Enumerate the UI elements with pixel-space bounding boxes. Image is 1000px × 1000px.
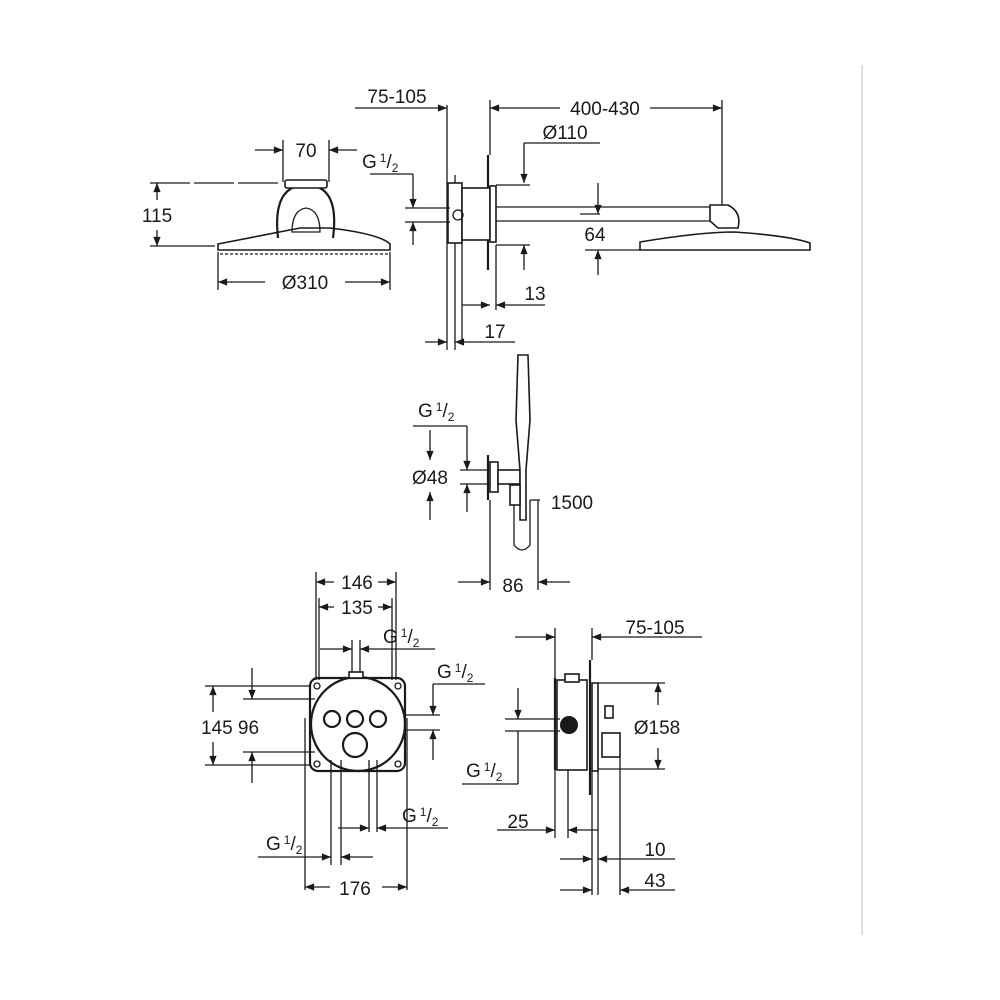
dim-146: 146 xyxy=(341,573,373,594)
dim-hose-length: 1500 xyxy=(551,493,593,514)
dim-plate-diameter: Ø158 xyxy=(634,718,680,739)
dim-13: 13 xyxy=(524,284,545,305)
dim-projection: 86 xyxy=(502,576,523,597)
dim-115: 115 xyxy=(142,206,172,227)
dim-heights: 145 96 xyxy=(201,718,259,739)
dim-10: 10 xyxy=(644,840,665,861)
dim-25: 25 xyxy=(507,812,528,833)
dim-70: 70 xyxy=(295,141,316,162)
head-front-view: 70 115 Ø310 xyxy=(142,140,391,294)
dim-43: 43 xyxy=(644,871,665,892)
dim-135: 135 xyxy=(341,598,373,619)
dim-side-wall-depth: 75-105 xyxy=(625,618,684,639)
dim-wall-depth: 75-105 xyxy=(367,87,426,108)
dim-head-drop: 64 xyxy=(584,225,606,246)
dim-arm-length: 400-430 xyxy=(570,99,640,120)
dim-176: 176 xyxy=(339,879,371,900)
dim-diameter-310: Ø310 xyxy=(282,273,328,294)
dim-holder-diameter: Ø48 xyxy=(412,468,448,489)
dim-17: 17 xyxy=(484,322,505,343)
dim-flange-diameter: Ø110 xyxy=(542,123,587,144)
